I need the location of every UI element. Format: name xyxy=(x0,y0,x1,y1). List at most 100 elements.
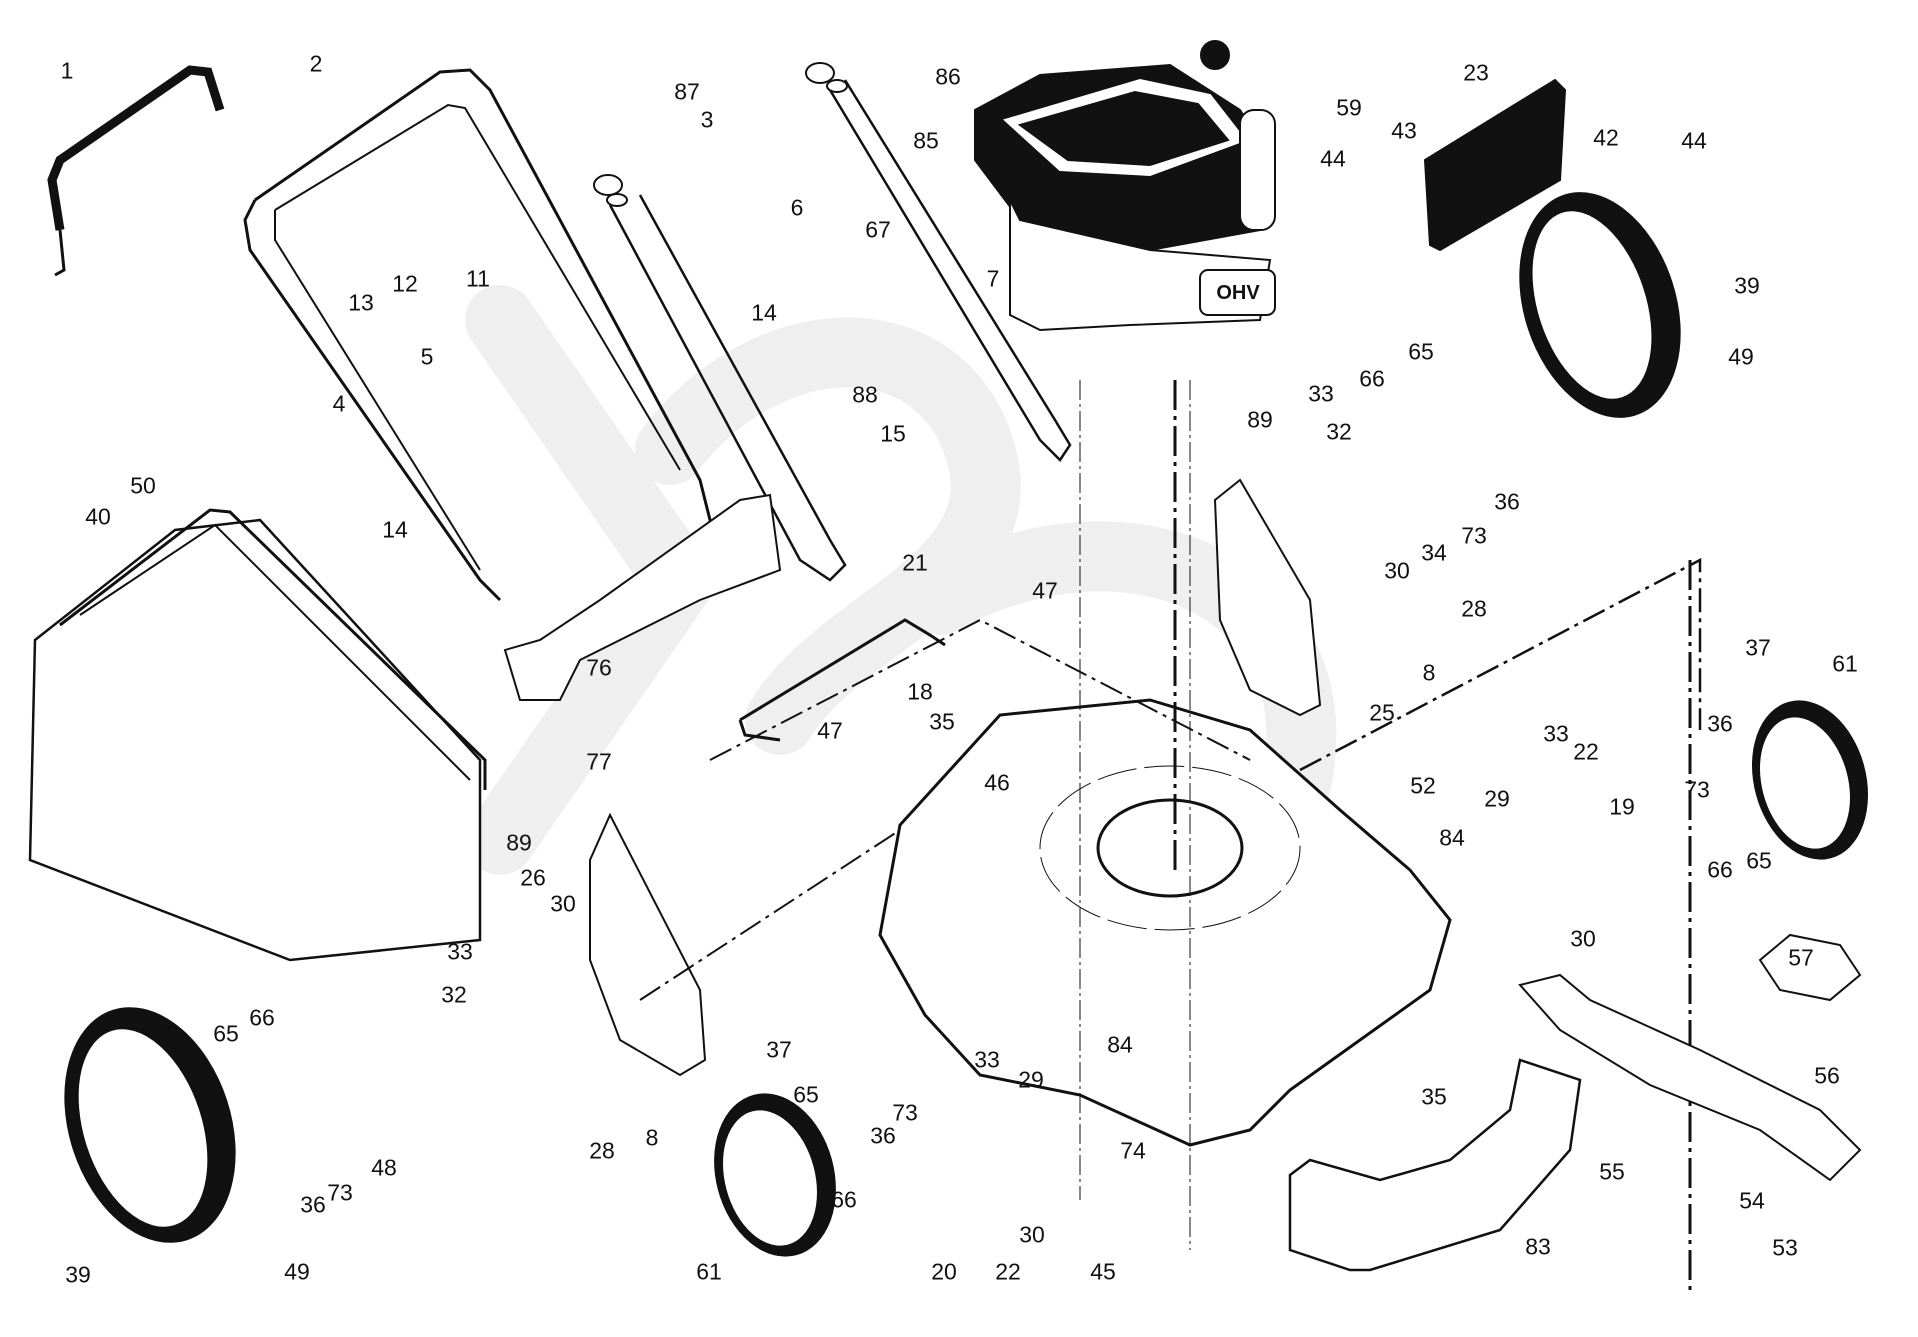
callout-label-76: 76 xyxy=(586,654,612,681)
callout-label-22: 22 xyxy=(995,1258,1021,1285)
callout-label-89: 89 xyxy=(506,829,532,856)
callout-label-50: 50 xyxy=(130,472,156,499)
callout-label-73: 73 xyxy=(892,1099,918,1126)
callout-label-47: 47 xyxy=(817,717,843,744)
callout-label-22: 22 xyxy=(1573,738,1599,765)
blade-adapter xyxy=(1758,933,1862,1002)
callout-label-66: 66 xyxy=(1707,856,1733,883)
callout-label-48: 48 xyxy=(371,1154,397,1181)
callout-label-33: 33 xyxy=(1308,380,1334,407)
callout-label-67: 67 xyxy=(865,216,891,243)
engine-ohv-badge: OHV xyxy=(1216,282,1260,304)
handle-frame xyxy=(243,199,502,602)
callout-label-37: 37 xyxy=(1745,634,1771,661)
callout-label-5: 5 xyxy=(420,343,434,370)
callout-label-30: 30 xyxy=(550,890,576,917)
callout-label-66: 66 xyxy=(1359,365,1385,392)
lower-handle-right xyxy=(828,79,1072,462)
mower-deck xyxy=(878,698,1452,1147)
callout-label-35: 35 xyxy=(1421,1083,1447,1110)
callout-label-19: 19 xyxy=(1609,793,1635,820)
callout-label-42: 42 xyxy=(1593,124,1619,151)
callout-label-59: 59 xyxy=(1336,94,1362,121)
callout-label-7: 7 xyxy=(986,265,1000,292)
callout-label-49: 49 xyxy=(284,1258,310,1285)
callout-label-44: 44 xyxy=(1681,127,1707,154)
callout-label-39: 39 xyxy=(1734,272,1760,299)
callout-label-33: 33 xyxy=(447,938,473,965)
callout-label-25: 25 xyxy=(1369,699,1395,726)
callout-label-11: 11 xyxy=(466,265,490,292)
callout-label-36: 36 xyxy=(300,1191,326,1218)
callout-label-8: 8 xyxy=(1422,659,1436,686)
callout-label-89: 89 xyxy=(1247,406,1273,433)
callout-label-88: 88 xyxy=(852,381,878,408)
callout-label-14: 14 xyxy=(751,299,777,326)
callout-label-29: 29 xyxy=(1018,1066,1044,1093)
callout-label-83: 83 xyxy=(1525,1233,1551,1260)
callout-label-32: 32 xyxy=(1326,418,1352,445)
callout-label-55: 55 xyxy=(1599,1158,1625,1185)
callout-label-85: 85 xyxy=(913,127,939,154)
callout-label-66: 66 xyxy=(831,1186,857,1213)
callout-label-66: 66 xyxy=(249,1004,275,1031)
callout-label-86: 86 xyxy=(935,63,961,90)
callout-label-18: 18 xyxy=(907,678,933,705)
callout-label-47: 47 xyxy=(1032,577,1058,604)
rear-deflector xyxy=(1423,78,1567,252)
callout-label-1: 1 xyxy=(60,57,74,84)
callout-label-65: 65 xyxy=(793,1081,819,1108)
grass-bag xyxy=(28,518,482,962)
callout-label-87: 87 xyxy=(674,78,700,105)
callout-label-3: 3 xyxy=(700,106,714,133)
callout-label-44: 44 xyxy=(1320,145,1346,172)
baffle xyxy=(1288,1058,1582,1272)
callout-label-28: 28 xyxy=(1461,595,1487,622)
callout-label-73: 73 xyxy=(327,1179,353,1206)
callout-label-43: 43 xyxy=(1391,117,1417,144)
callout-label-53: 53 xyxy=(1772,1234,1798,1261)
grass-bag-frame xyxy=(59,508,487,790)
callout-label-34: 34 xyxy=(1421,539,1447,566)
callout-label-15: 15 xyxy=(880,420,906,447)
callout-label-4: 4 xyxy=(332,390,346,417)
callout-label-29: 29 xyxy=(1484,785,1510,812)
callout-label-52: 52 xyxy=(1410,772,1436,799)
callout-label-65: 65 xyxy=(1746,847,1772,874)
wheel-plate-right xyxy=(1213,478,1322,717)
wheel-plate-left xyxy=(589,812,707,1077)
callout-label-37: 37 xyxy=(766,1036,792,1063)
callout-label-61: 61 xyxy=(696,1258,722,1285)
callout-label-36: 36 xyxy=(1494,488,1520,515)
callout-label-35: 35 xyxy=(929,708,955,735)
blade xyxy=(1518,973,1862,1182)
callout-label-14: 14 xyxy=(382,516,408,543)
callout-label-49: 49 xyxy=(1728,343,1754,370)
callout-label-73: 73 xyxy=(1684,776,1710,803)
callout-label-57: 57 xyxy=(1788,944,1814,971)
upper-handle xyxy=(47,65,225,231)
callout-label-65: 65 xyxy=(1408,338,1434,365)
callout-label-36: 36 xyxy=(870,1122,896,1149)
callout-label-65: 65 xyxy=(213,1020,239,1047)
callout-label-13: 13 xyxy=(348,289,374,316)
callout-label-33: 33 xyxy=(974,1046,1000,1073)
callout-label-77: 77 xyxy=(586,748,612,775)
callout-label-30: 30 xyxy=(1384,557,1410,584)
callout-label-30: 30 xyxy=(1019,1221,1045,1248)
callout-label-20: 20 xyxy=(931,1258,957,1285)
callout-label-56: 56 xyxy=(1814,1062,1840,1089)
callout-label-40: 40 xyxy=(85,503,111,530)
callout-label-73: 73 xyxy=(1461,522,1487,549)
callout-label-45: 45 xyxy=(1090,1258,1116,1285)
callout-label-39: 39 xyxy=(65,1261,91,1288)
callout-label-26: 26 xyxy=(520,864,546,891)
callout-label-6: 6 xyxy=(790,194,804,221)
callout-label-36: 36 xyxy=(1707,710,1733,737)
rear-axle-rod xyxy=(739,618,946,722)
callout-label-74: 74 xyxy=(1120,1137,1146,1164)
callout-label-33: 33 xyxy=(1543,720,1569,747)
callout-label-46: 46 xyxy=(984,769,1010,796)
